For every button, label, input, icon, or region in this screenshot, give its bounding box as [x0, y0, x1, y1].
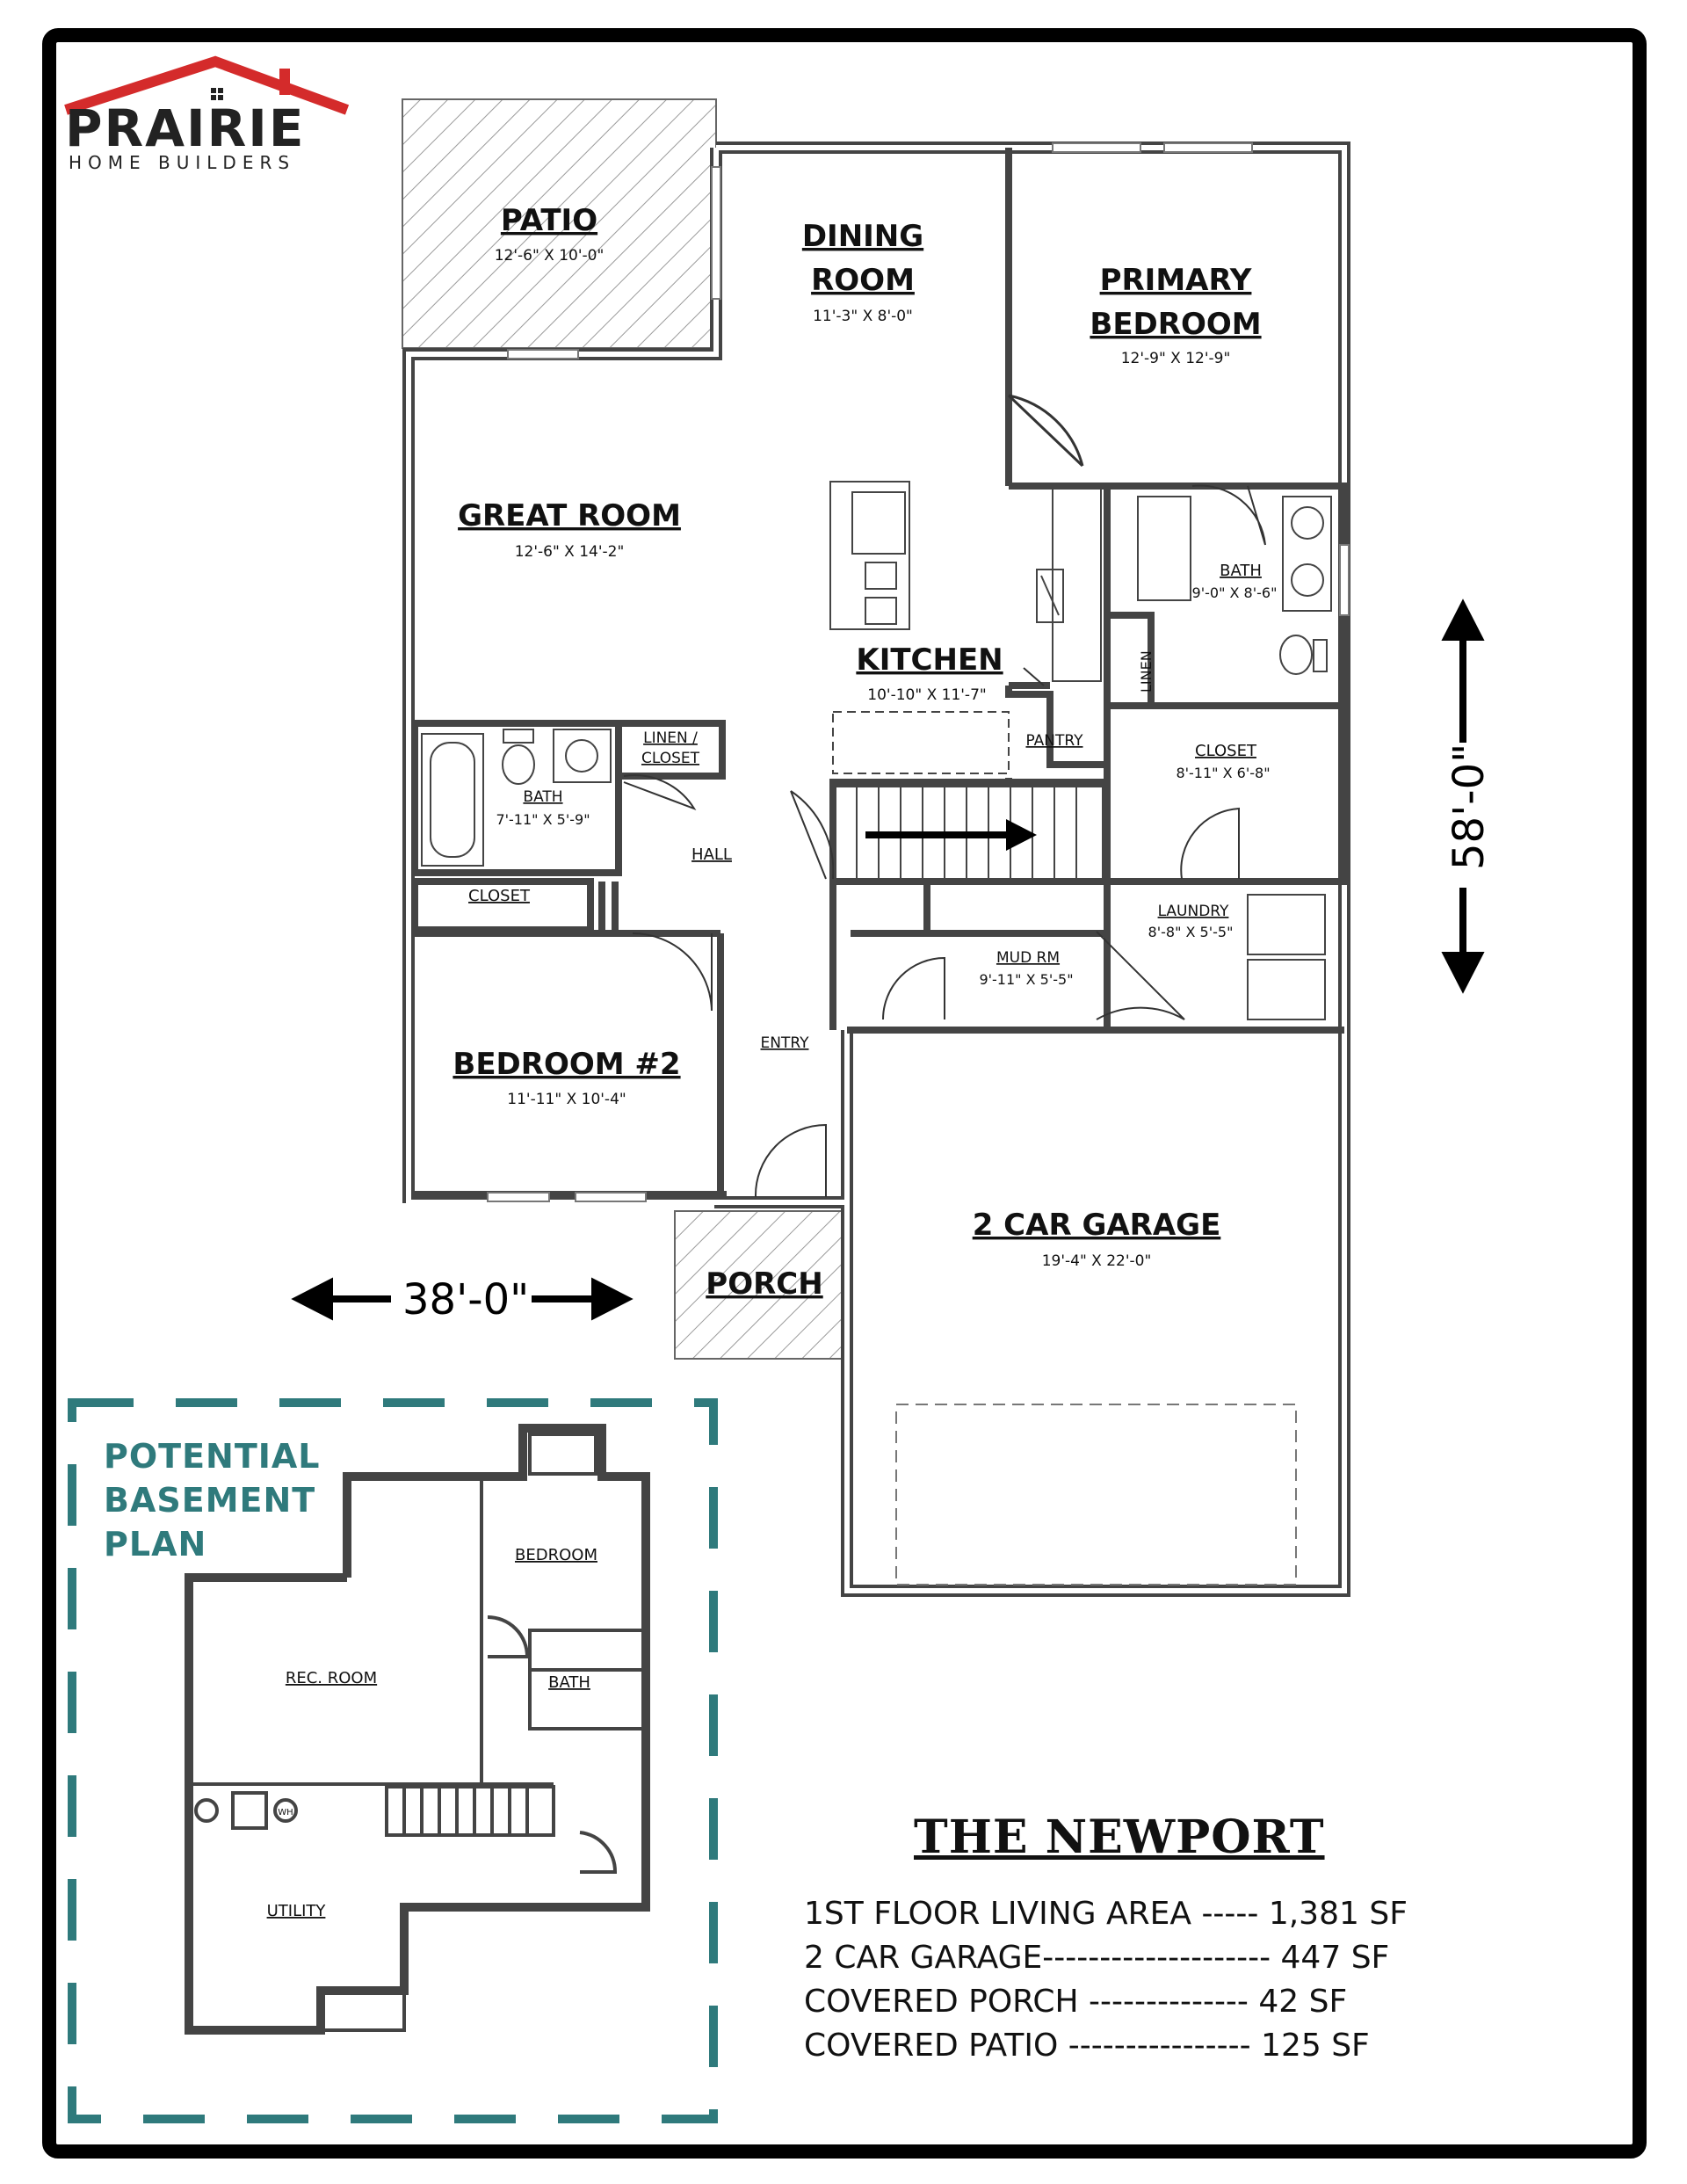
area-summary: THE NEWPORT 1ST FLOOR LIVING AREA ----- … — [804, 1810, 1524, 2068]
laundry-title: LAUNDRY — [1158, 903, 1229, 920]
mud-room-dims: 9'-11" X 5'-5" — [979, 971, 1073, 988]
garage-door-outline — [895, 1404, 1297, 1585]
dining-title-2: ROOM — [811, 263, 915, 298]
primary-dims: 12'-9" X 12'-9" — [1121, 350, 1231, 367]
depth-dimension-label: 58'-0" — [1444, 744, 1494, 870]
width-dimension-label: 38'-0" — [402, 1275, 529, 1324]
basement-wh-label: WH — [278, 1808, 293, 1818]
basement-bedroom-label: BEDROOM — [515, 1546, 597, 1564]
basement-bath-label: BATH — [548, 1673, 590, 1692]
area-row-porch: COVERED PORCH -------------- 42 SF — [804, 1984, 1348, 2020]
basement-title-line1: POTENTIAL — [104, 1437, 321, 1476]
plan-name: THE NEWPORT — [914, 1810, 1325, 1864]
primary-bath-dims: 9'-0" X 8'-6" — [1192, 584, 1278, 601]
primary-closet-dims: 8'-11" X 6'-8" — [1176, 765, 1270, 781]
patio-title: PATIO — [501, 203, 597, 238]
page-frame — [42, 28, 1647, 2159]
area-row-living: 1ST FLOOR LIVING AREA ----- 1,381 SF — [804, 1896, 1408, 1932]
basement-frame — [68, 1398, 718, 2123]
primary-title-1: PRIMARY — [1100, 263, 1252, 298]
kitchen-fixtures — [421, 481, 1332, 1020]
brand-name: PRAIRIE — [65, 98, 306, 158]
porch-area — [674, 1210, 848, 1360]
porch-title: PORCH — [706, 1266, 822, 1302]
basement-interior — [189, 1433, 646, 2032]
entry-label: ENTRY — [761, 1034, 810, 1052]
basement-utility-label: UTILITY — [267, 1902, 327, 1920]
laundry-dims: 8'-8" X 5'-5" — [1148, 924, 1234, 940]
primary-title-2: BEDROOM — [1090, 307, 1261, 342]
basement-walls — [185, 1424, 650, 2035]
basement-title-line3: PLAN — [104, 1525, 207, 1564]
width-dimension-arrow — [291, 1277, 634, 1321]
area-row-patio: COVERED PATIO ---------------- 125 SF — [804, 2028, 1370, 2064]
dining-title-1: DINING — [802, 219, 923, 254]
basement-title: POTENTIAL BASEMENT PLAN — [104, 1434, 321, 1566]
patio-dims: 12'-6" X 10'-0" — [495, 247, 605, 265]
stair-arrow-icon — [865, 819, 1037, 851]
bath2-title: BATH — [523, 788, 562, 806]
basement-title-line2: BASEMENT — [104, 1481, 316, 1520]
windows — [487, 142, 1350, 1202]
doors — [623, 394, 1266, 1198]
primary-bath-title: BATH — [1220, 562, 1262, 580]
linen-closet-label-2: CLOSET — [641, 750, 700, 767]
kitchen-dims: 10'-10" X 11'-7" — [867, 686, 986, 704]
bed2-closet-label: CLOSET — [468, 887, 531, 905]
depth-dimension-arrow — [1441, 599, 1485, 994]
great-room-dims: 12'-6" X 14'-2" — [515, 543, 625, 561]
bedroom2-dims: 11'-11" X 10'-4" — [507, 1091, 626, 1108]
kitchen-title: KITCHEN — [856, 642, 1003, 678]
basement-rec-label: REC. ROOM — [286, 1669, 377, 1687]
bedroom2-title: BEDROOM #2 — [453, 1047, 680, 1082]
primary-linen-label: LINEN — [1138, 650, 1155, 693]
patio-area — [402, 98, 717, 349]
dining-dims: 11'-3" X 8'-0" — [813, 308, 913, 325]
bath2-dims: 7'-11" X 5'-9" — [496, 811, 590, 828]
garage-title: 2 CAR GARAGE — [973, 1208, 1221, 1243]
brand-logo: PRAIRIE HOME BUILDERS — [60, 58, 332, 172]
primary-closet-title: CLOSET — [1195, 742, 1257, 760]
logo-roof-icon — [64, 55, 350, 115]
brand-tagline: HOME BUILDERS — [69, 152, 296, 173]
area-row-garage: 2 CAR GARAGE-------------------- 447 SF — [804, 1940, 1390, 1976]
hall-label: HALL — [691, 845, 732, 864]
mud-room-title: MUD RM — [996, 949, 1060, 967]
garage-dims: 19'-4" X 22'-0" — [1042, 1252, 1152, 1270]
great-room-title: GREAT ROOM — [458, 498, 681, 533]
pantry-label: PANTRY — [1025, 732, 1083, 750]
linen-closet-label-1: LINEN / — [643, 729, 698, 747]
